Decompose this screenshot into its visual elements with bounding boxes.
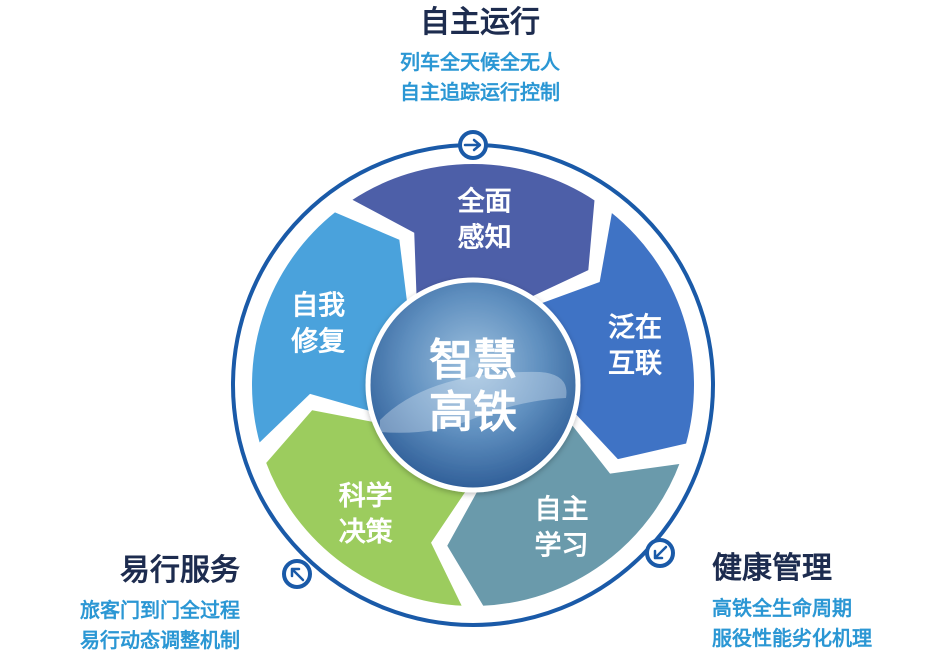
annotation-title: 健康管理 [712,551,832,586]
annotation-easy-travel: 易行服务 旅客门到门全过程 易行动态调整机制 [40,554,240,655]
core: 智慧 高铁 [365,277,581,493]
annotation-line: 旅客门到门全过程 [80,598,240,622]
core-train-silhouette [380,371,567,433]
annotation-title: 自主运行 [420,5,540,40]
annotation-autonomous-operation: 自主运行 列车全天候全无人 自主追踪运行控制 [380,6,580,107]
ring-arrow-left [282,559,312,589]
segment-label-line1: 自我 [291,289,345,321]
annotation-title: 易行服务 [120,553,240,588]
segment-label-line1: 泛在 [608,313,662,344]
segment-label-line2: 学习 [535,530,589,562]
annotation-line: 自主追踪运行控制 [400,80,560,104]
annotation-line: 高铁全生命周期 [712,596,852,620]
segment-label-line1: 科学 [339,480,393,512]
segment-label-line2: 修复 [290,326,346,357]
annotation-line: 服役性能劣化机理 [712,626,872,650]
ring-arrow-right [645,538,675,568]
segment-label-line2: 感知 [458,221,512,253]
annotation-line: 易行动态调整机制 [80,628,240,652]
annotation-health-management: 健康管理 高铁全生命周期 服役性能劣化机理 [712,552,912,653]
ring-arrow-top [458,130,488,160]
segment-label-line2: 决策 [339,516,394,548]
annotation-line: 列车全天候全无人 [400,50,560,74]
segment-label-line1: 全面 [457,185,512,217]
core-label-line1: 智慧 [429,335,517,386]
segment-label-line1: 自主 [535,494,589,526]
core-label-line2: 高铁 [429,387,517,438]
segment-label-line2: 互联 [608,349,662,380]
